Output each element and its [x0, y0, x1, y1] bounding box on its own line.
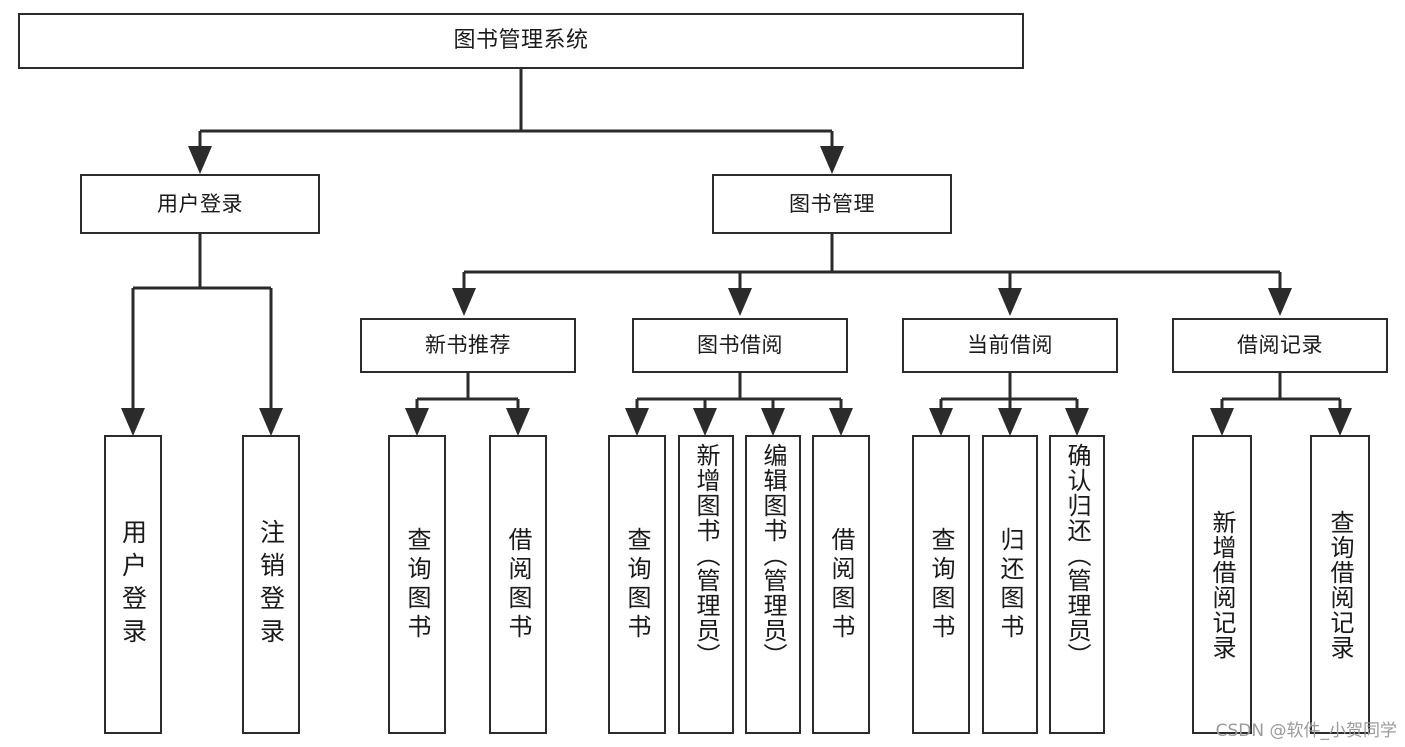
- node-label: 图书管理系统: [453, 28, 589, 53]
- node-label: 查询图书: [623, 526, 651, 643]
- node-label: 查询图书: [403, 526, 431, 643]
- node-book-management-system[interactable]: 图书管理系统: [18, 13, 1024, 69]
- node-label: 用户登录: [118, 518, 148, 651]
- leaf-logout[interactable]: 注销登录: [242, 435, 300, 734]
- leaf-return-book[interactable]: 归还图书: [982, 435, 1038, 734]
- leaf-query-book-current[interactable]: 查询图书: [912, 435, 970, 734]
- node-label: 图书管理: [789, 191, 875, 216]
- node-current-borrowing[interactable]: 当前借阅: [902, 318, 1118, 373]
- node-label: 归还图书: [996, 526, 1024, 643]
- leaf-confirm-return-admin[interactable]: 确认归还（管理员）: [1049, 435, 1105, 734]
- leaf-query-borrowing-record[interactable]: 查询借阅记录: [1310, 435, 1370, 734]
- node-label: 借阅图书: [827, 526, 855, 643]
- node-label: 新增借阅记录: [1208, 509, 1236, 660]
- node-user-login[interactable]: 用户登录: [80, 174, 320, 234]
- leaf-add-book-admin[interactable]: 新增图书（管理员）: [678, 435, 734, 734]
- node-borrowing-record[interactable]: 借阅记录: [1172, 318, 1388, 373]
- leaf-query-book-borrowing[interactable]: 查询图书: [608, 435, 666, 734]
- leaf-borrow-book-recommend[interactable]: 借阅图书: [489, 435, 547, 734]
- node-label: 当前借阅: [967, 333, 1053, 357]
- node-label: 借阅图书: [504, 526, 532, 643]
- leaf-edit-book-admin[interactable]: 编辑图书（管理员）: [745, 435, 801, 734]
- leaf-user-login[interactable]: 用户登录: [104, 435, 162, 734]
- node-label: 查询借阅记录: [1326, 509, 1354, 660]
- node-label: 查询图书: [927, 526, 955, 643]
- node-label: 借阅记录: [1237, 333, 1323, 357]
- node-book-management[interactable]: 图书管理: [712, 174, 952, 234]
- node-label: 图书借阅: [697, 333, 783, 357]
- node-label: 编辑图书（管理员）: [759, 443, 787, 668]
- node-label: 用户登录: [157, 191, 243, 216]
- node-label: 确认归还（管理员）: [1063, 443, 1091, 668]
- leaf-add-borrowing-record[interactable]: 新增借阅记录: [1192, 435, 1252, 734]
- csdn-watermark: CSDN @软件_小贺同学: [1215, 721, 1397, 741]
- leaf-query-book-recommend[interactable]: 查询图书: [388, 435, 446, 734]
- node-label: 新增图书（管理员）: [692, 443, 720, 668]
- node-label: 新书推荐: [425, 333, 511, 357]
- leaf-borrow-book-borrowing[interactable]: 借阅图书: [812, 435, 870, 734]
- node-label: 注销登录: [256, 518, 286, 651]
- node-new-book-recommendation[interactable]: 新书推荐: [360, 318, 576, 373]
- node-book-borrowing[interactable]: 图书借阅: [632, 318, 848, 373]
